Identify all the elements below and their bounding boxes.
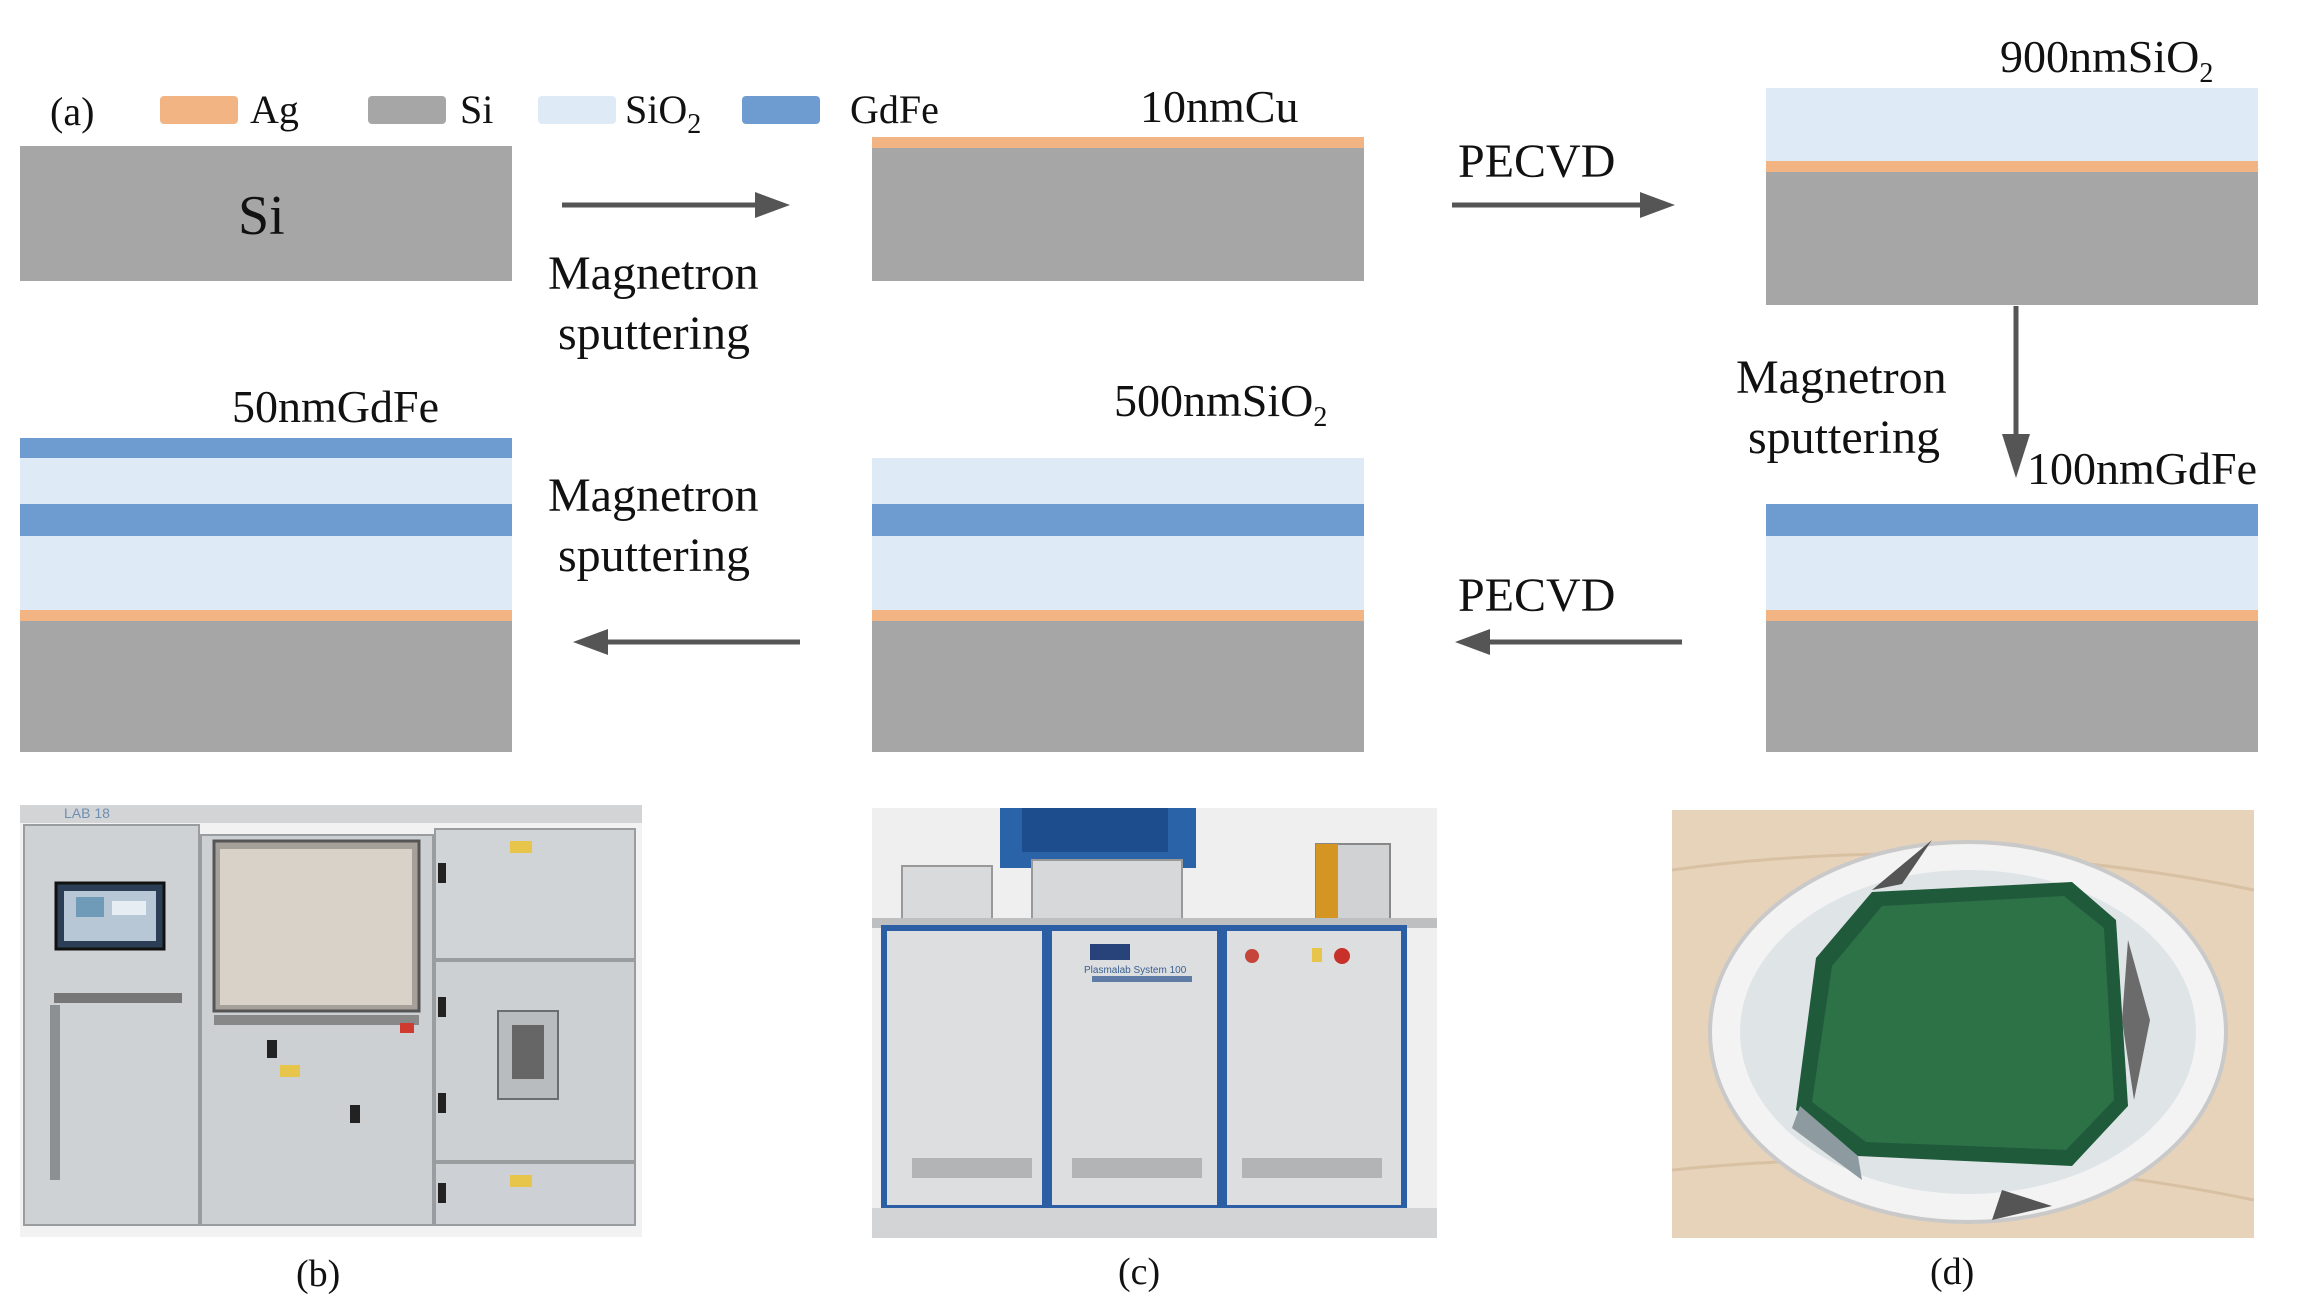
step-4-label: PECVD bbox=[1458, 569, 1616, 622]
legend-swatch-si bbox=[368, 96, 446, 124]
caption-d: (d) bbox=[1930, 1251, 1975, 1293]
stack-5-ag-layer bbox=[872, 610, 1364, 621]
stack-2-label: 10nmCu bbox=[1140, 81, 1299, 132]
stack-5-gdfe-layer bbox=[872, 504, 1364, 536]
stack-4-label: 100nmGdFe bbox=[2027, 443, 2257, 494]
arrow-down-3 bbox=[2002, 306, 2030, 478]
stack-6-sio2-bottom-layer bbox=[20, 536, 512, 610]
photo-pecvd-system: Plasmalab System 100 bbox=[872, 808, 1437, 1238]
arrow-right-1 bbox=[562, 192, 790, 218]
caption-b: (b) bbox=[296, 1253, 341, 1295]
panel-label-a: (a) bbox=[50, 89, 95, 134]
step-3-label-line1: Magnetron bbox=[1736, 351, 1947, 404]
coated-sample-illustration bbox=[1672, 810, 2254, 1238]
legend-label-sio2: SiO2 bbox=[625, 87, 701, 139]
arrow-left-4 bbox=[1455, 629, 1682, 655]
stack-5-si-layer bbox=[872, 621, 1364, 752]
stack-5-label: 500nmSiO2 bbox=[1114, 375, 1327, 432]
pecvd-system-illustration bbox=[872, 808, 1437, 1238]
arrow-left-5 bbox=[573, 629, 800, 655]
legend-label-sio2-sub: 2 bbox=[687, 109, 702, 140]
legend-label-gdfe: GdFe bbox=[850, 87, 939, 132]
legend-label-sio2-main: SiO bbox=[625, 87, 688, 132]
stack-1-si-layer bbox=[20, 146, 512, 281]
stack-5-label-main: 500nmSiO bbox=[1114, 375, 1314, 426]
sputtering-machine-illustration bbox=[20, 805, 642, 1237]
arrow-right-2 bbox=[1452, 192, 1675, 218]
sputtering-machine-brand: LAB 18 bbox=[64, 805, 110, 821]
legend-swatch-gdfe bbox=[742, 96, 820, 124]
stack-3-ag-layer bbox=[1766, 161, 2258, 172]
stack-6-label: 50nmGdFe bbox=[232, 381, 439, 432]
stack-4-sio2-layer bbox=[1766, 536, 2258, 610]
legend-label-ag: Ag bbox=[250, 87, 299, 132]
pecvd-system-brand: Plasmalab System 100 bbox=[1084, 965, 1187, 976]
stack-2-ag-layer bbox=[872, 137, 1364, 148]
step-5-label-line2: sputtering bbox=[558, 529, 750, 582]
stack-2-si-layer bbox=[872, 148, 1364, 281]
stack-6-gdfe-layer bbox=[20, 504, 512, 536]
step-1-label-line1: Magnetron bbox=[548, 247, 759, 300]
step-3-label-line2: sputtering bbox=[1748, 411, 1940, 464]
stack-6-ag-layer bbox=[20, 610, 512, 621]
legend-swatch-ag bbox=[160, 96, 238, 124]
step-1-label-line2: sputtering bbox=[558, 307, 750, 360]
stack-5-sio2-top-layer bbox=[872, 458, 1364, 504]
caption-c: (c) bbox=[1118, 1251, 1161, 1293]
stack-3-label: 900nmSiO2 bbox=[2000, 31, 2213, 88]
stack-5-label-sub: 2 bbox=[1313, 402, 1328, 433]
stack-1-si-title: Si bbox=[238, 185, 285, 247]
stack-3-label-sub: 2 bbox=[2199, 58, 2214, 89]
photo-coated-sample bbox=[1672, 810, 2254, 1238]
stack-5-sio2-bottom-layer bbox=[872, 536, 1364, 610]
stack-3-si-layer bbox=[1766, 172, 2258, 305]
stack-6-si-layer bbox=[20, 621, 512, 752]
stack-3-label-main: 900nmSiO bbox=[2000, 31, 2200, 82]
stack-4-si-layer bbox=[1766, 621, 2258, 752]
legend-label-si: Si bbox=[460, 87, 494, 132]
stack-4-gdfe-layer bbox=[1766, 504, 2258, 536]
legend-swatch-sio2 bbox=[538, 96, 616, 124]
step-2-label: PECVD bbox=[1458, 135, 1616, 188]
stack-4-ag-layer bbox=[1766, 610, 2258, 621]
step-5-label-line1: Magnetron bbox=[548, 469, 759, 522]
stack-6-sio2-top-layer bbox=[20, 458, 512, 504]
stack-6-gdfe-top-layer bbox=[20, 438, 512, 458]
photo-sputtering-machine: LAB 18 bbox=[20, 805, 642, 1237]
stack-3-sio2-layer bbox=[1766, 88, 2258, 161]
